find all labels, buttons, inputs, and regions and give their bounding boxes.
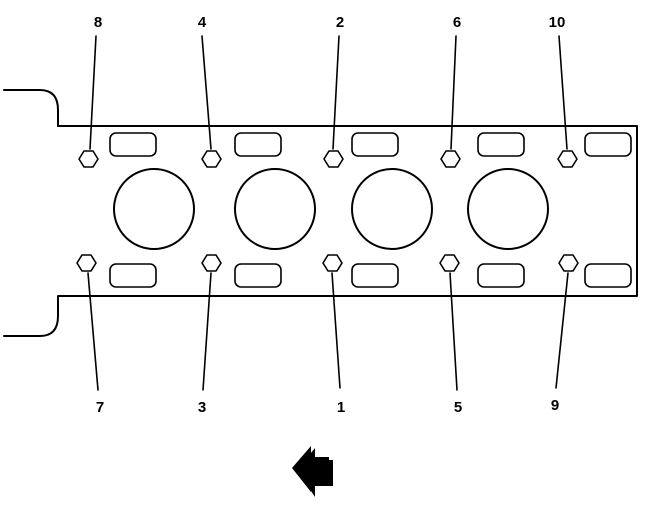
bolt-number: 7 [96,399,104,416]
passage-slot [351,132,399,157]
arrow-body [292,446,329,492]
passage-slot [351,263,399,288]
bolt-9: 9 [551,254,579,414]
bolt-3: 3 [198,254,222,416]
bolt-number: 8 [94,14,102,31]
bolt-2: 2 [323,14,344,168]
bolt-8: 8 [78,14,102,168]
bolt-number: 4 [198,14,207,31]
bolt-1: 1 [322,254,345,416]
bolt-head [323,150,344,168]
cylinder-bore [467,168,549,250]
bolt-leader-line [87,272,99,391]
bolt-7: 7 [76,254,104,416]
engine-block-outline [3,89,638,337]
passage-slot [584,132,632,157]
bolt-6: 6 [440,14,461,168]
bolt-head [439,254,460,272]
passage-slot [234,132,282,157]
cylinder-bore [113,168,195,250]
bolt-5: 5 [439,254,462,416]
bolt-head [322,254,343,272]
bolt-number: 9 [551,397,559,414]
passages [109,132,632,288]
passage-slot [109,132,157,157]
bolt-leader-line [331,272,341,389]
bolt-number: 2 [336,14,344,31]
bolt-head [201,254,222,272]
arrow-left-icon [292,446,333,497]
bolt-head [76,254,97,272]
bolt-leader-line [89,35,97,150]
passage-slot [109,263,157,288]
bolt-head [78,150,99,168]
bolt-leader-line [449,272,458,391]
bolt-number: 10 [549,14,566,31]
bolt-10: 10 [549,14,578,168]
cylinder-bore [351,168,433,250]
bolt-leader-line [450,35,457,150]
bolt-head [557,150,578,168]
bolt-number: 5 [454,399,462,416]
bolt-head [440,150,461,168]
cylinder-bore [234,168,316,250]
bolt-head [558,254,579,272]
passage-slot [477,263,525,288]
bolt-leader-line [332,35,340,150]
bolt-head [201,150,222,168]
bolt-4: 4 [198,14,222,168]
passage-slot [477,132,525,157]
passage-slot [584,263,632,288]
bolt-leader-line [202,272,212,391]
cylinder-bores [113,168,549,250]
passage-slot [234,263,282,288]
bolt-leader-line [555,272,569,389]
bolt-number: 1 [337,399,345,416]
bolt-leader-line [558,35,568,150]
bolt-leader-line [201,35,212,150]
bolt-number: 3 [198,399,206,416]
bolt-number: 6 [453,14,461,31]
